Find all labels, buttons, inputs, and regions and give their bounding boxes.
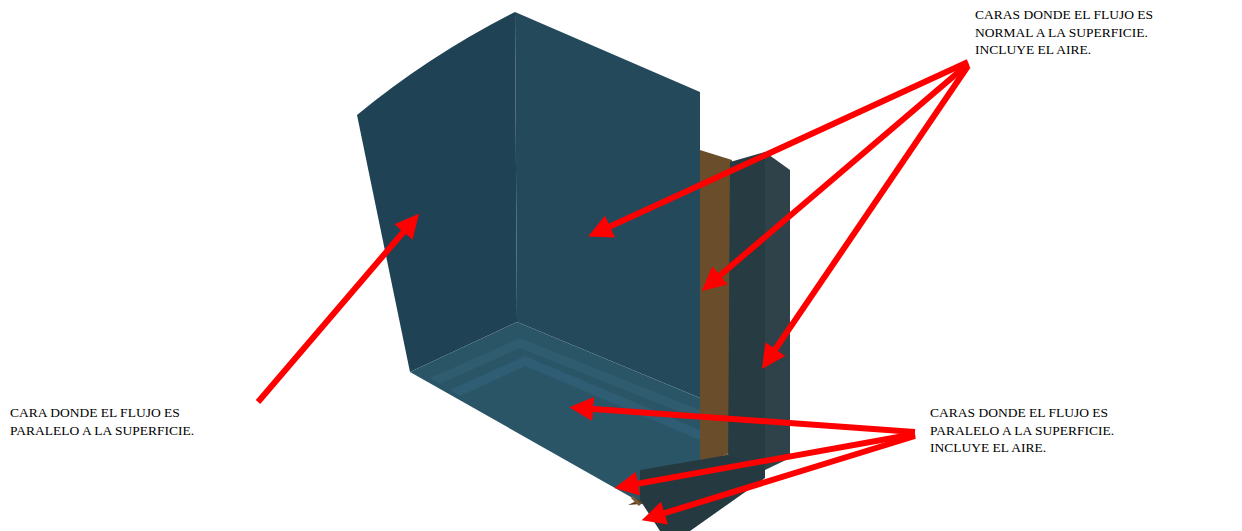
ledge-strip xyxy=(450,356,700,440)
block-left-face xyxy=(357,12,517,372)
brown-plate xyxy=(700,150,732,470)
callout-note: CARAS DONDE EL FLUJO ES PARALELO A LA SU… xyxy=(930,404,1130,457)
callout-note: CARAS DONDE EL FLUJO ES NORMAL A LA SUPE… xyxy=(975,6,1175,59)
leader-arrows xyxy=(258,62,968,517)
callout-note: CARA DONDE EL FLUJO ES PARALELO A LA SUP… xyxy=(10,404,195,439)
